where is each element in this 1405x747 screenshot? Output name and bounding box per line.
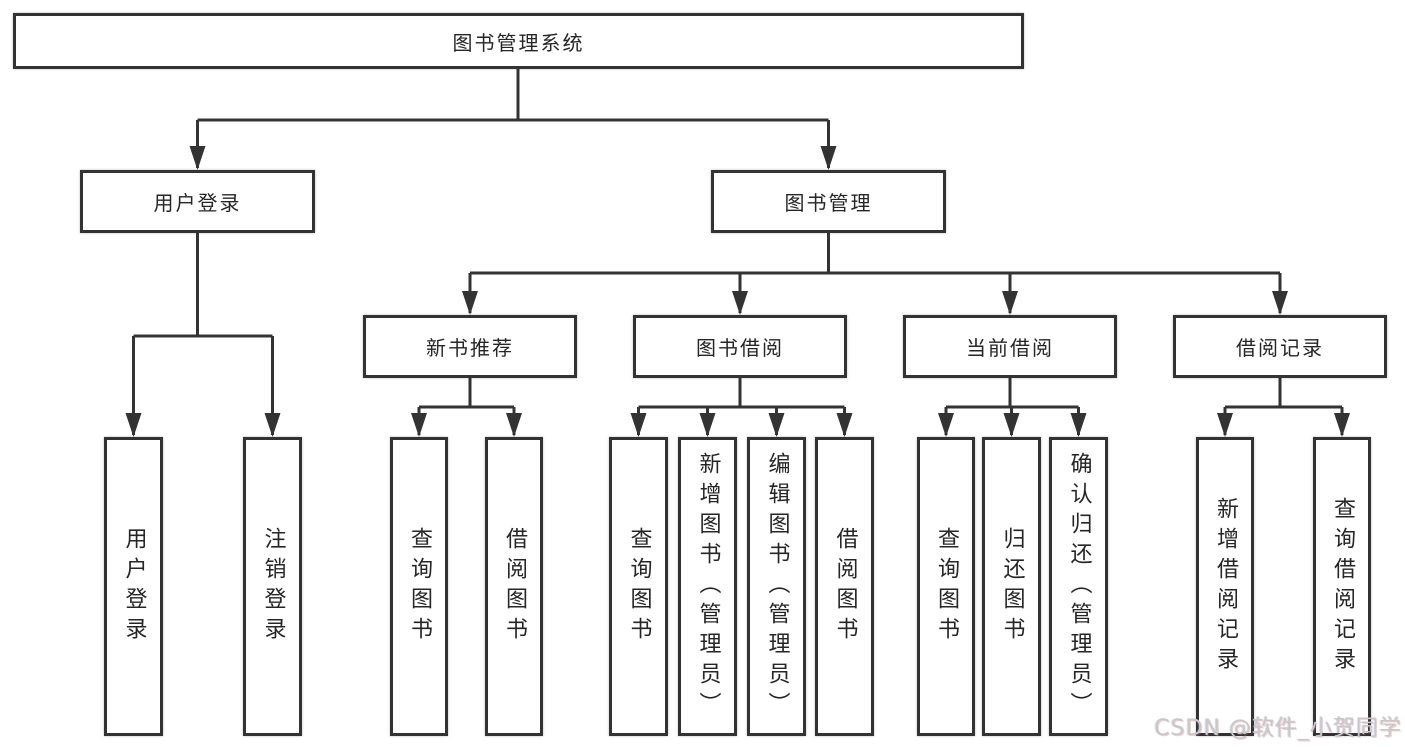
leaf-logout-login: 注销登录 [243,437,302,736]
node-new-book-recommend: 新书推荐 [363,315,577,378]
leaf-user-login: 用户登录 [104,437,163,736]
node-book-management: 图书管理 [711,170,946,233]
leaf-borrow-query-book: 查询图书 [609,437,668,736]
leaf-borrow-add-book-admin: 新增图书（管理员） [678,437,737,736]
watermark: CSDN @软件_小贺同学 [1154,716,1402,741]
node-borrow-record: 借阅记录 [1173,315,1387,378]
leaf-recommend-query-book: 查询图书 [390,437,448,736]
leaf-record-query-record: 查询借阅记录 [1313,437,1371,736]
leaf-borrow-edit-book-admin: 编辑图书（管理员） [747,437,806,736]
leaf-borrow-borrow-book: 借阅图书 [815,437,874,736]
node-current-borrow: 当前借阅 [903,315,1117,378]
node-book-borrow: 图书借阅 [633,315,847,378]
leaf-recommend-borrow-book: 借阅图书 [485,437,543,736]
leaf-current-return-book: 归还图书 [982,437,1041,736]
leaf-current-confirm-return-admin: 确认归还（管理员） [1049,437,1108,736]
leaf-record-add-record: 新增借阅记录 [1196,437,1254,736]
node-user-login: 用户登录 [80,170,315,233]
leaf-current-query-book: 查询图书 [917,437,975,736]
node-root: 图书管理系统 [13,13,1024,69]
